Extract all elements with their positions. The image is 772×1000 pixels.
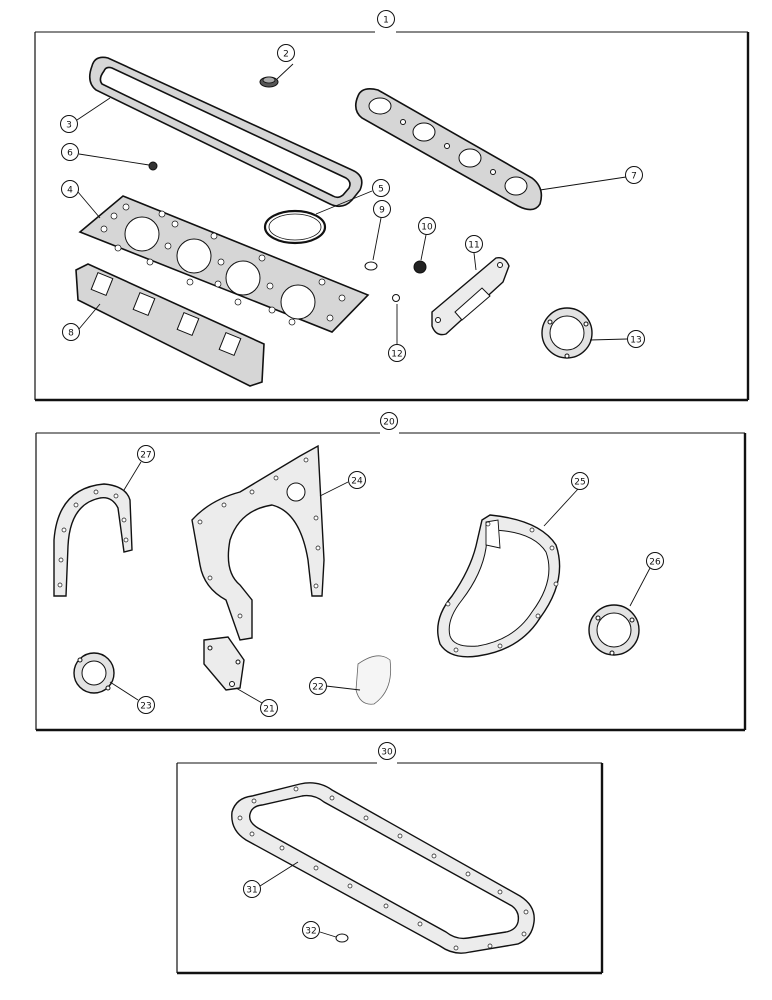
svg-text:13: 13 (630, 336, 641, 346)
svg-text:23: 23 (140, 702, 151, 712)
svg-text:5: 5 (378, 185, 384, 195)
callout-3: 3 (60, 97, 111, 133)
svg-text:22: 22 (312, 683, 323, 693)
callout-20: 20 (380, 412, 398, 430)
callout-27: 27 (123, 445, 155, 491)
callout-22: 22 (309, 677, 361, 695)
oil-pan-gasket (231, 782, 535, 954)
callout-9: 9 (372, 200, 391, 261)
svg-text:1: 1 (383, 16, 389, 26)
callout-21: 21 (235, 687, 278, 717)
callout-4: 4 (61, 180, 101, 219)
svg-text:7: 7 (631, 172, 637, 182)
svg-text:8: 8 (68, 329, 74, 339)
callout-13: 13 (589, 330, 645, 348)
water-pump-gasket (437, 514, 561, 658)
svg-text:4: 4 (67, 186, 73, 196)
svg-text:32: 32 (305, 927, 316, 937)
group-20-frame (35, 432, 747, 732)
callout-32: 32 (302, 921, 337, 939)
callout-23: 23 (109, 681, 155, 714)
rocker-cover-gasket (88, 56, 363, 208)
grommet-part (259, 63, 294, 88)
svg-text:20: 20 (383, 418, 395, 428)
svg-text:3: 3 (66, 121, 72, 131)
callout-8: 8 (62, 303, 101, 341)
svg-text:2: 2 (283, 50, 289, 60)
washer-part (364, 261, 378, 271)
svg-text:25: 25 (574, 478, 585, 488)
svg-text:27: 27 (140, 451, 151, 461)
callout-24: 24 (319, 471, 366, 497)
callout-7: 7 (539, 166, 643, 191)
callout-25: 25 (543, 472, 589, 527)
cylinder-head-gasket (78, 195, 370, 333)
o-ring-part (263, 209, 327, 245)
plate-gasket (431, 256, 510, 336)
callout-11: 11 (465, 235, 483, 271)
callout-26: 26 (629, 552, 664, 607)
group-30-frame (176, 762, 604, 975)
svg-text:11: 11 (468, 241, 479, 251)
arch-gasket (53, 483, 133, 597)
svg-text:31: 31 (246, 886, 257, 896)
svg-text:30: 30 (381, 748, 393, 758)
side-cover-gasket (75, 263, 265, 387)
small-washer-part (392, 294, 400, 302)
callout-31: 31 (243, 861, 299, 898)
cover-plate-gasket (203, 636, 245, 691)
flange-gasket-13 (541, 307, 593, 359)
callout-10: 10 (418, 217, 436, 261)
svg-text:12: 12 (391, 350, 402, 360)
svg-text:21: 21 (263, 705, 274, 715)
plug-part (413, 260, 427, 274)
callout-12: 12 (388, 304, 406, 362)
faint-gasket (355, 655, 392, 705)
drain-washer-part (335, 933, 349, 943)
housing-gasket (73, 652, 115, 694)
callout-2: 2 (277, 44, 295, 62)
callout-30: 30 (378, 742, 396, 760)
group-1-frame (34, 31, 750, 402)
callout-6: 6 (61, 143, 150, 166)
svg-text:24: 24 (351, 477, 363, 487)
callout-5: 5 (315, 179, 390, 215)
svg-text:26: 26 (649, 558, 661, 568)
timing-cover-gasket (191, 444, 325, 641)
svg-text:6: 6 (67, 149, 73, 159)
flange-gasket-26 (588, 604, 640, 656)
manifold-gasket (354, 88, 543, 211)
small-seal-part (148, 161, 158, 171)
svg-text:9: 9 (379, 206, 385, 216)
svg-text:10: 10 (421, 223, 433, 233)
callout-1: 1 (377, 10, 395, 28)
